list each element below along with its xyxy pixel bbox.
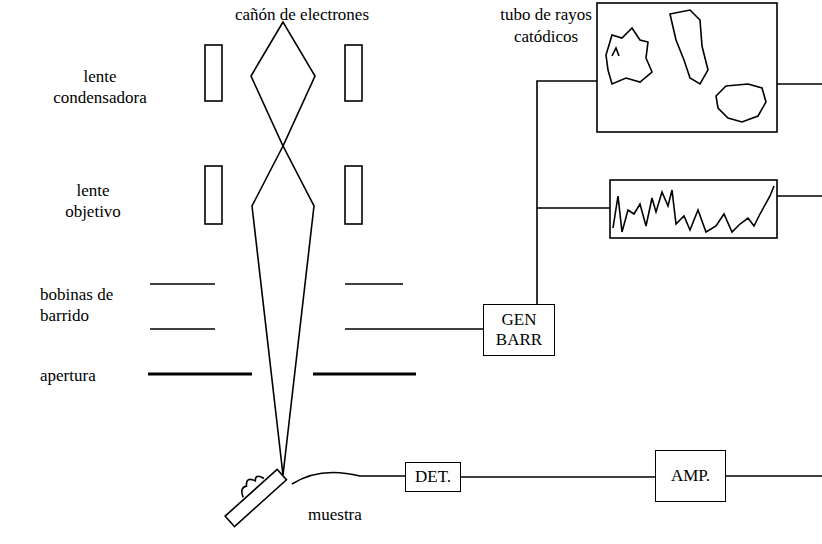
box-text: AMP.: [671, 466, 710, 486]
signal-wire: [777, 83, 822, 85]
crt-screen: [597, 3, 777, 132]
scan-coil-wire: [345, 328, 483, 330]
condenser-lens: [345, 45, 362, 101]
aperture: [313, 373, 416, 376]
sample: [217, 461, 286, 527]
amplifier-box: AMP.: [655, 450, 726, 502]
image-feature: [606, 28, 652, 84]
detector-wire: [292, 472, 405, 484]
part-label: bobinas de barrido: [40, 284, 130, 326]
signal-wire: [777, 195, 822, 197]
image-feature: [716, 84, 766, 122]
part-label: lente objetivo: [48, 180, 138, 222]
scan-coil: [150, 283, 215, 285]
box-text: DET.: [415, 467, 451, 487]
box-text: GEN BARR: [484, 310, 554, 350]
scan-coil: [150, 328, 215, 330]
line-scan-display: [610, 180, 777, 238]
condenser-lens: [205, 45, 222, 101]
line-scan-trace: [613, 186, 774, 232]
part-label: apertura: [40, 365, 130, 386]
part-label: lente condensadora: [40, 66, 160, 108]
scan-wire: [537, 207, 610, 209]
image-feature: [670, 10, 708, 84]
part-label: cañón de electrones: [222, 4, 382, 25]
electron-beam: [252, 146, 314, 475]
scan-generator-box: GEN BARR: [483, 304, 555, 356]
objective-lens: [205, 166, 222, 224]
signal-wire: [726, 475, 822, 477]
detector-box: DET.: [405, 462, 461, 492]
electron-beam: [251, 22, 315, 146]
part-label: muestra: [308, 504, 388, 525]
scan-coil: [345, 283, 403, 285]
objective-lens: [345, 166, 362, 224]
signal-wire: [461, 476, 655, 478]
image-feature: [612, 48, 619, 56]
scan-wire: [537, 81, 597, 305]
aperture: [148, 373, 252, 376]
part-label: tubo de rayos catódicos: [500, 4, 592, 48]
